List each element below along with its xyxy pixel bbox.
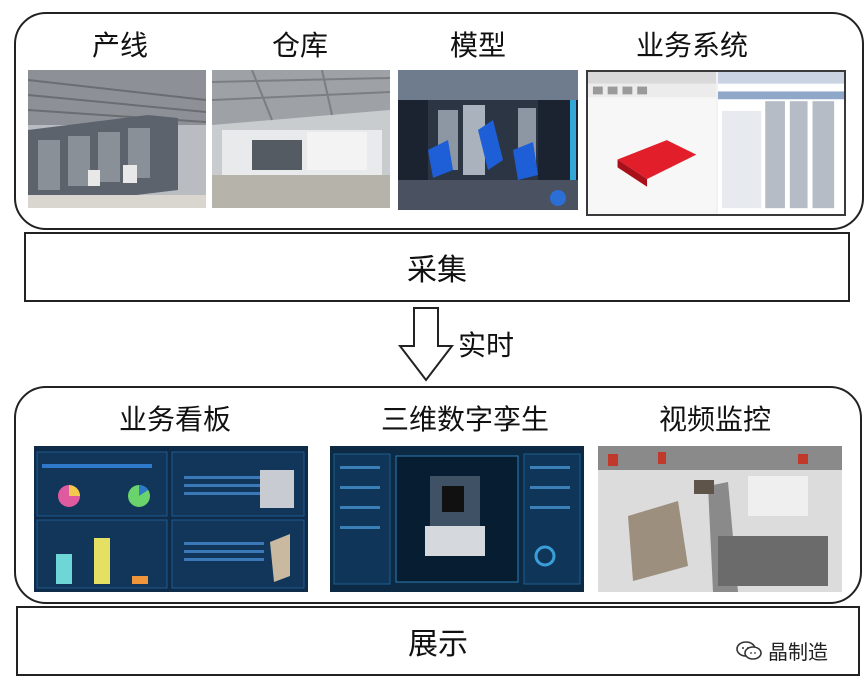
video-monitoring-image: [598, 446, 842, 592]
digital-twin-image: [330, 446, 584, 592]
chat-icon: [736, 640, 762, 660]
display-label: 展示: [408, 627, 468, 662]
title-3d-digital-twin: 三维数字孪生: [380, 403, 549, 436]
title-warehouse: 仓库: [271, 29, 328, 62]
watermark: 晶制造: [736, 636, 828, 665]
watermark-text: 晶制造: [768, 640, 828, 664]
title-production-line: 产线: [91, 29, 148, 62]
down-arrow-icon: [397, 306, 455, 382]
production-line-image: [28, 70, 206, 208]
warehouse-image: [212, 70, 390, 208]
collect-label: 采集: [407, 253, 467, 288]
realtime-label: 实时: [458, 329, 515, 362]
title-video-monitoring: 视频监控: [658, 403, 771, 436]
title-business-system: 业务系统: [635, 29, 748, 62]
title-model: 模型: [449, 29, 506, 62]
title-business-dashboard: 业务看板: [118, 403, 231, 436]
business-dashboard-image: [34, 446, 308, 592]
collect-bar: 采集: [24, 232, 850, 302]
model-image: [398, 70, 578, 210]
business-system-image: [586, 70, 846, 216]
display-bar: 展示: [16, 606, 860, 676]
